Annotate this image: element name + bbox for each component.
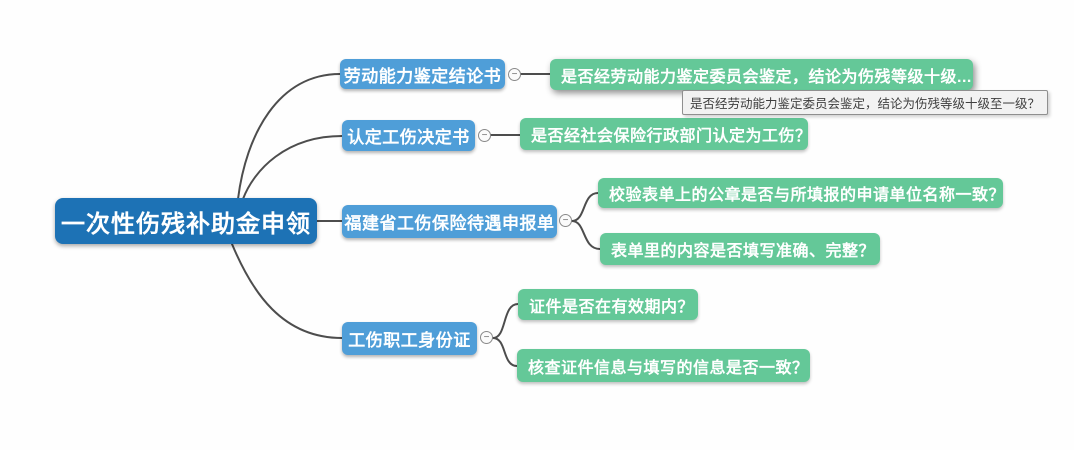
- branch-node-2[interactable]: 认定工伤决定书: [342, 120, 475, 151]
- link-root-branch2: [242, 135, 343, 200]
- leaf-node-3a[interactable]: 校验表单上的公章是否与所填报的申请单位名称一致？: [598, 178, 1003, 208]
- leaf-node-2a[interactable]: 是否经社会保险行政部门认定为工伤？: [520, 118, 808, 150]
- link-branch4-leaf2: [492, 337, 518, 367]
- collapse-toggle-4[interactable]: −: [480, 331, 493, 344]
- link-branch3-leaf1: [571, 192, 599, 222]
- collapse-toggle-3[interactable]: −: [559, 214, 572, 227]
- link-root-branch1: [237, 73, 341, 200]
- leaf-node-3b[interactable]: 表单里的内容是否填写准确、完整？: [600, 233, 880, 265]
- collapse-toggle-2[interactable]: −: [478, 129, 491, 142]
- root-node[interactable]: 一次性伤残补助金申领: [55, 198, 317, 244]
- branch-node-1[interactable]: 劳动能力鉴定结论书: [340, 59, 505, 89]
- collapse-toggle-1[interactable]: −: [508, 68, 521, 81]
- leaf-node-1a[interactable]: 是否经劳动能力鉴定委员会鉴定，结论为伤残等级十级...: [550, 59, 973, 90]
- link-branch3-leaf2: [571, 220, 601, 250]
- leaf-node-4b[interactable]: 核查证件信息与填写的信息是否一致？: [517, 349, 810, 382]
- hover-tooltip: 是否经劳动能力鉴定委员会鉴定，结论为伤残等级十级至一级？: [682, 90, 1049, 115]
- leaf-node-4a[interactable]: 证件是否在有效期内？: [518, 289, 698, 320]
- branch-node-4[interactable]: 工伤职工身份证: [342, 322, 477, 355]
- branch-node-3[interactable]: 福建省工伤保险待遇申报单: [342, 205, 557, 238]
- link-root-branch4: [231, 243, 343, 339]
- link-branch4-leaf1: [492, 303, 519, 339]
